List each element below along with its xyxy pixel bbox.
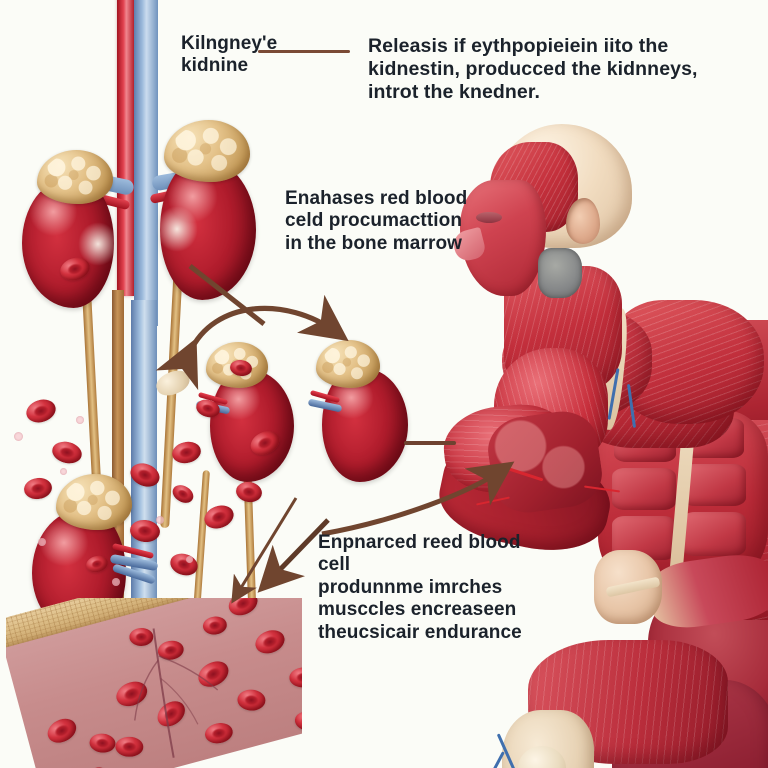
left-adrenal-gland-lower: [56, 474, 132, 530]
ear: [566, 198, 600, 244]
inferior-vena-cava: [134, 0, 158, 326]
masseter-window: [538, 248, 582, 298]
kidney-label-text: Kilngney'e kidnine: [181, 33, 278, 77]
endurance-text: Enpnarced reed blood cell produnnme imrc…: [318, 532, 522, 643]
bone-fragment-icon: [153, 366, 193, 400]
rbc-production-text: Enahases red blood celd procumacttion in…: [285, 188, 468, 254]
arm-leader-line: [404, 441, 456, 445]
left-adrenal-gland-upper: [37, 150, 113, 204]
marrow-capillaries: [134, 628, 219, 758]
aorta: [117, 0, 134, 296]
epo-release-text: Releasis if eythpopieiein iito the kidne…: [368, 35, 698, 103]
right-adrenal-gland-upper: [164, 120, 250, 182]
eye: [476, 212, 502, 223]
red-marrow-cavity: [6, 598, 302, 768]
anatomical-muscle-figure: [398, 120, 768, 768]
arrow-kidney-to-kidney: [155, 294, 349, 391]
patella-bone: [518, 746, 566, 768]
right-adrenal-gland-middle: [316, 340, 380, 388]
kidney-leader-line: [258, 50, 350, 53]
bone-marrow-cross-section: [6, 598, 302, 768]
